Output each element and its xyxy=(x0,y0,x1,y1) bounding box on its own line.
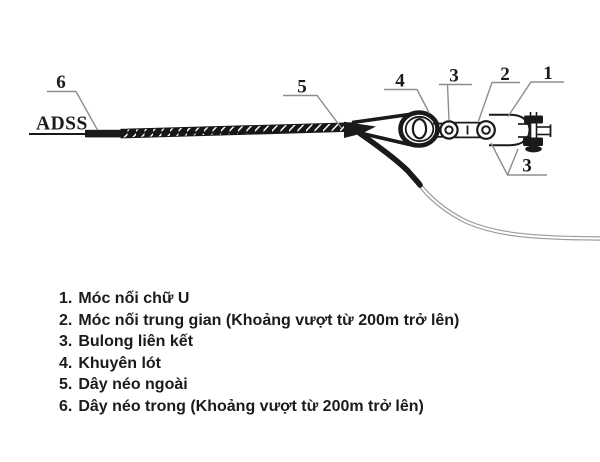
adss-deadend-diagram: ADSS 6 5 4 3 xyxy=(29,63,600,241)
callout-5-leader-line xyxy=(283,94,343,129)
legend-item-5: 5. Dây néo ngoài xyxy=(59,374,589,396)
callout-4-number: 4 xyxy=(395,71,405,92)
legend-item-number: 5. xyxy=(59,376,73,394)
bolt-1-pin xyxy=(444,125,454,135)
callout-3-bottom-leader-line-2 xyxy=(506,148,519,176)
legend-item-3: 3. Bulong liên kết xyxy=(59,331,589,353)
helical-deadend-grip xyxy=(120,122,355,139)
legend-item-number: 2. xyxy=(59,311,73,329)
callout-4: 4 xyxy=(384,71,431,114)
legend-item-label: Móc nối chữ U xyxy=(78,290,190,307)
callout-6-number: 6 xyxy=(56,72,66,93)
legend-item-number: 1. xyxy=(59,290,73,307)
legend: 1. Móc nối chữ U 2. Móc nối trung gian (… xyxy=(59,288,589,418)
legend-item-1: 1. Móc nối chữ U xyxy=(59,288,589,310)
thimble-hole xyxy=(411,117,428,140)
drop-cable-core xyxy=(418,183,600,240)
bolt-2-pin xyxy=(481,125,491,135)
callout-2-leader-line xyxy=(477,81,520,122)
callout-3-top: 3 xyxy=(439,66,472,121)
legend-item-6: 6. Dây néo trong (Khoảng vượt từ 200m tr… xyxy=(59,396,589,418)
cable-type-label: ADSS xyxy=(36,114,88,135)
legend-item-label: Bulong liên kết xyxy=(78,333,194,351)
callout-5-number: 5 xyxy=(297,77,307,98)
callout-3-top-number: 3 xyxy=(449,66,459,87)
diagram-canvas: ADSS 6 5 4 3 xyxy=(29,63,600,241)
shackle-bolt-top-nut xyxy=(524,115,543,124)
callout-3-top-leader-line xyxy=(446,84,450,121)
legend-item-label: Dây néo trong (Khoảng vượt từ 200m trở l… xyxy=(78,397,424,415)
shackle-bolt-nut-end xyxy=(525,145,542,153)
legend-item-4: 4. Khuyên lót xyxy=(59,353,589,375)
callout-3-bottom-number: 3 xyxy=(522,156,532,177)
callout-3-bottom: 3 xyxy=(490,142,547,177)
grip-split-wedge xyxy=(344,121,376,138)
callout-4-leader-line xyxy=(384,88,431,114)
legend-item-label: Khuyên lót xyxy=(78,354,162,372)
callout-2: 2 xyxy=(477,64,520,122)
legend-item-number: 4. xyxy=(59,354,73,372)
legend-item-2: 2. Móc nối trung gian (Khoảng vượt từ 20… xyxy=(59,310,589,332)
callout-1-number: 1 xyxy=(543,63,553,84)
drop-cable-outline xyxy=(417,182,600,241)
shackle-bolt-bottom-nut xyxy=(523,137,543,146)
legend-item-number: 3. xyxy=(59,333,73,351)
callout-6: 6 xyxy=(47,72,99,131)
legend-item-number: 6. xyxy=(59,397,73,415)
drop-cable-jacket xyxy=(357,130,423,188)
callout-6-leader-line xyxy=(47,90,99,131)
callout-1: 1 xyxy=(507,63,564,117)
legend-item-label: Móc nối trung gian (Khoảng vượt từ 200m … xyxy=(78,311,460,329)
callout-1-leader-line xyxy=(507,81,564,117)
cable-jacket-segment xyxy=(85,129,122,138)
callout-5: 5 xyxy=(283,77,343,129)
cable-loop-ring xyxy=(398,110,440,148)
callout-2-number: 2 xyxy=(500,64,510,85)
legend-item-label: Dây néo ngoài xyxy=(78,376,188,394)
